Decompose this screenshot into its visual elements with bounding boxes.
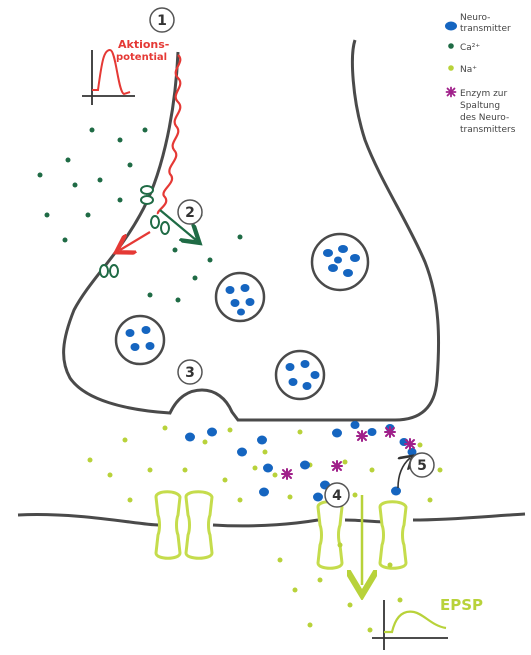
calcium-channel bbox=[151, 216, 169, 234]
legend: Neuro- transmitter Ca²⁺ Na⁺ Enzym zur Sp… bbox=[445, 13, 516, 135]
epsp-label: EPSP bbox=[440, 596, 483, 614]
vesicle bbox=[216, 273, 264, 321]
svg-text:2: 2 bbox=[185, 205, 195, 221]
svg-text:3: 3 bbox=[185, 365, 195, 381]
action-potential-label: potential bbox=[116, 52, 167, 63]
legend-label: Neuro- bbox=[460, 13, 490, 23]
vesicle bbox=[312, 234, 368, 290]
step-marker-3: 3 bbox=[178, 360, 202, 384]
legend-label: Enzym zur bbox=[460, 89, 507, 99]
vesicle bbox=[116, 316, 164, 364]
step-marker-2: 2 bbox=[178, 200, 202, 224]
reuptake-arrow bbox=[398, 458, 410, 488]
legend-enzyme-icon bbox=[447, 88, 456, 97]
presynaptic-membrane bbox=[64, 40, 439, 420]
legend-label: Spaltung bbox=[460, 101, 500, 111]
svg-text:5: 5 bbox=[417, 458, 427, 474]
svg-text:1: 1 bbox=[157, 13, 167, 29]
svg-text:4: 4 bbox=[332, 488, 342, 504]
epsp-graph bbox=[372, 600, 448, 650]
legend-label: Ca²⁺ bbox=[460, 43, 480, 53]
legend-sodium-icon bbox=[448, 65, 454, 71]
sodium-channel bbox=[156, 492, 212, 559]
legend-neurotransmitter-icon bbox=[445, 22, 457, 31]
vesicle bbox=[276, 351, 324, 399]
legend-calcium-icon bbox=[448, 43, 454, 49]
step-marker-1: 1 bbox=[150, 8, 174, 32]
action-potential-label: Aktions- bbox=[118, 38, 169, 51]
legend-label: des Neuro- bbox=[460, 113, 509, 123]
legend-label: transmitters bbox=[460, 125, 516, 135]
enzyme-stars bbox=[282, 427, 415, 479]
calcium-channel bbox=[100, 265, 118, 277]
postsynaptic-membrane bbox=[18, 514, 525, 526]
legend-label: Na⁺ bbox=[460, 65, 477, 75]
legend-label: transmitter bbox=[460, 24, 511, 34]
step-marker-4: 4 bbox=[325, 483, 349, 507]
step-marker-5: 5 bbox=[410, 453, 434, 477]
